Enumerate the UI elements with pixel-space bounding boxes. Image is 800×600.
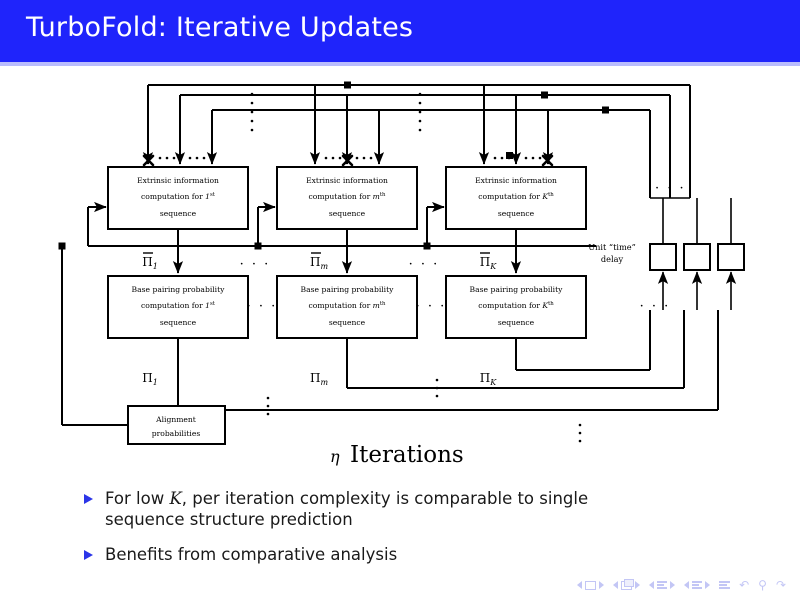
slide-icon [585, 580, 597, 590]
prev-section-icon[interactable] [684, 581, 690, 589]
extrinsic-row-ellipsis: · · · [655, 181, 686, 196]
extrinsic-box-2-var: m [373, 192, 380, 201]
delay-label-line2: delay [601, 254, 624, 264]
basepair-box-2-sup: th [380, 301, 386, 307]
subsection-icon [657, 581, 668, 589]
basepair-box-1-var: 1 [205, 301, 210, 310]
slide-title-bar: TurboFold: Iterative Updates [0, 0, 800, 62]
bp-ellipsis-1: · · · [247, 299, 278, 314]
basepair-box-1-line1: Base pairing probability [132, 285, 226, 294]
basepair-box-3-var: K [541, 301, 549, 310]
svg-text:computation for mth: computation for mth [309, 301, 387, 310]
prev-slide-icon[interactable] [577, 581, 583, 589]
alignment-box-line1: Alignment [155, 415, 196, 424]
iterations-eta: η [330, 447, 340, 466]
extrinsic-box-3 [445, 166, 587, 230]
extrinsic-box-1-line3: sequence [160, 209, 197, 218]
mid-ellipsis-1: · · · [240, 257, 271, 272]
turbofold-block-diagram: Extrinsic information computation for 1s… [0, 70, 800, 480]
basepair-box-3-line2: computation for [478, 301, 542, 310]
svg-text:computation for mth: computation for mth [309, 192, 387, 201]
prev-subsection-icon[interactable] [649, 581, 655, 589]
page-title: TurboFold: Iterative Updates [26, 12, 414, 43]
basepair-box-3 [445, 275, 587, 339]
next-slide-icon[interactable] [599, 581, 605, 589]
bp-ellipsis-2: · · · [416, 299, 447, 314]
extrinsic-box-3-line3: sequence [498, 209, 535, 218]
forward-icon[interactable]: ↷ [775, 578, 786, 592]
extrinsic-output-label-1: Π1 [142, 255, 158, 271]
nav-section-group[interactable] [684, 581, 711, 589]
delay-element-3 [717, 243, 745, 271]
nav-frame-group[interactable] [613, 578, 641, 590]
back-icon[interactable]: ↶ [739, 578, 750, 592]
svg-text:computation for Kth: computation for Kth [478, 192, 554, 201]
svg-text:computation for Kth: computation for Kth [478, 301, 554, 310]
extrinsic-box-3-line2: computation for [478, 192, 542, 201]
triangle-bullet-icon [84, 550, 93, 560]
basepair-box-3-line1: Base pairing probability [470, 285, 564, 294]
nav-slide-group[interactable] [577, 580, 605, 590]
basepair-box-2-line3: sequence [329, 318, 366, 327]
delay-label-line1: Unit “time” [588, 242, 636, 252]
extrinsic-box-1-sup: st [210, 192, 216, 198]
basepair-box-1-line2: computation for [141, 301, 205, 310]
basepair-box-3-sup: th [548, 301, 554, 307]
basepair-output-label-3: ΠK [480, 371, 497, 387]
basepair-box-1-line3: sequence [160, 318, 197, 327]
iterations-caption: Iterations [350, 442, 464, 468]
frame-icon [621, 578, 635, 590]
title-underline [0, 62, 800, 66]
basepair-box-2 [276, 275, 418, 339]
prev-frame-icon[interactable] [613, 581, 619, 589]
mid-ellipsis-2: · · · [409, 257, 440, 272]
extrinsic-box-3-line1: Extrinsic information [475, 176, 557, 185]
extrinsic-box-3-var: K [541, 192, 549, 201]
basepair-box-1 [107, 275, 249, 339]
delay-element-2 [683, 243, 711, 271]
svg-text:computation for 1st: computation for 1st [141, 192, 216, 201]
basepair-box-2-var: m [373, 301, 380, 310]
basepair-output-label-1: Π1 [142, 371, 158, 387]
section-icon [692, 581, 703, 589]
bullet-item-1-text: For low K, per iteration complexity is c… [105, 489, 589, 529]
basepair-box-3-line3: sequence [498, 318, 535, 327]
extrinsic-box-1-line1: Extrinsic information [137, 176, 219, 185]
extrinsic-output-label-3: ΠK [480, 255, 497, 271]
basepair-output-label-2: Πm [310, 371, 328, 387]
alignment-box-line2: probabilities [152, 429, 201, 438]
triangle-bullet-icon [84, 494, 93, 504]
next-frame-icon[interactable] [635, 581, 641, 589]
bullet-list: For low K, per iteration complexity is c… [0, 488, 800, 579]
basepair-box-1-sup: st [210, 301, 216, 307]
svg-text:computation for 1st: computation for 1st [141, 301, 216, 310]
delay-element-1 [649, 243, 677, 271]
search-icon[interactable]: ⚲ [758, 578, 767, 592]
next-section-icon[interactable] [705, 581, 711, 589]
nav-subsection-group[interactable] [649, 581, 676, 589]
bullet-item-2-text: Benefits from comparative analysis [105, 545, 398, 564]
extrinsic-box-2 [276, 166, 418, 230]
bp-row-ellipsis: · · · [640, 299, 671, 314]
extrinsic-box-2-line1: Extrinsic information [306, 176, 388, 185]
extrinsic-box-1-line2: computation for [141, 192, 205, 201]
extrinsic-box-2-line3: sequence [329, 209, 366, 218]
next-subsection-icon[interactable] [670, 581, 676, 589]
toc-icon[interactable] [719, 581, 731, 589]
extrinsic-box-3-sup: th [548, 192, 554, 198]
bullet-item-2: Benefits from comparative analysis [0, 544, 800, 565]
basepair-box-2-line1: Base pairing probability [301, 285, 395, 294]
alignment-probabilities-box [127, 405, 226, 445]
extrinsic-box-2-sup: th [380, 192, 386, 198]
extrinsic-box-2-line2: computation for [309, 192, 373, 201]
bullet-item-1: For low K, per iteration complexity is c… [0, 488, 800, 530]
basepair-box-2-line2: computation for [309, 301, 373, 310]
beamer-navigation-bar[interactable]: ↶ ⚲ ↷ [577, 578, 786, 592]
extrinsic-output-label-2: Πm [310, 255, 328, 271]
extrinsic-box-1-var: 1 [205, 192, 210, 201]
